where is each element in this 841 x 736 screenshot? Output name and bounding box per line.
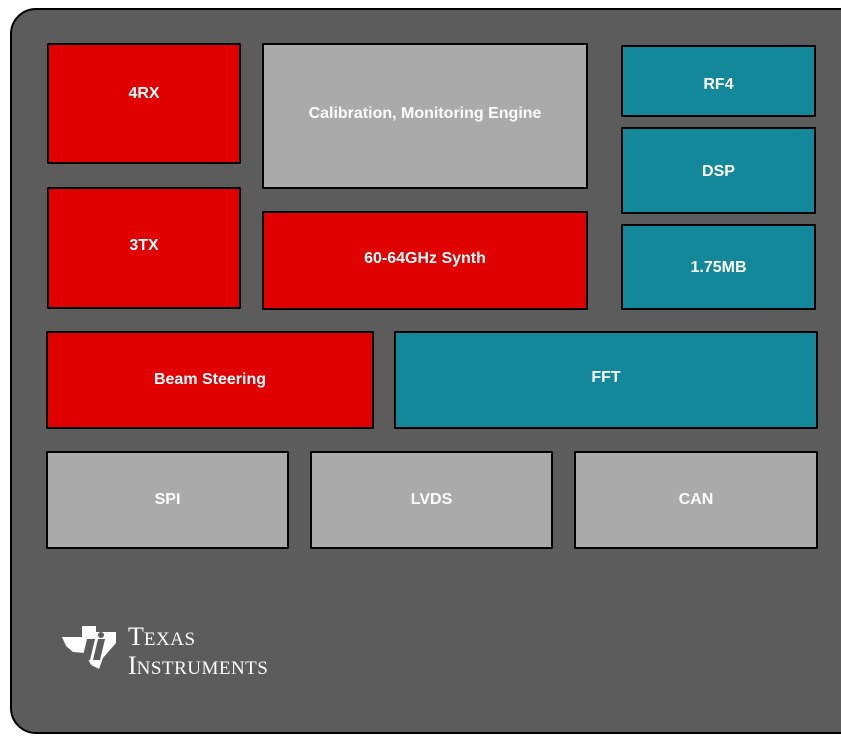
block-spi-label: SPI — [154, 491, 181, 508]
block-memory-label: 1.75MB — [690, 259, 747, 276]
block-4rx-label: 4RX — [128, 84, 160, 102]
logo-line-instruments: INSTRUMENTS — [128, 651, 269, 680]
texas-instruments-logo: TEXAS INSTRUMENTS — [60, 624, 268, 682]
block-lvds-label: LVDS — [410, 491, 453, 508]
block-synth-label: 60-64GHz Synth — [364, 249, 486, 267]
block-dsp-label: DSP — [702, 162, 735, 180]
block-rf4: RF4 — [621, 45, 816, 117]
block-calibration-engine-label: Calibration, Monitoring Engine — [308, 105, 542, 122]
ti-state-icon — [62, 626, 116, 669]
logo-wordmark: TEXAS INSTRUMENTS — [128, 624, 268, 682]
block-beam-steering-label: Beam Steering — [153, 371, 267, 388]
block-dsp: DSP — [621, 127, 816, 214]
block-fft-label: FFT — [591, 369, 621, 386]
block-calibration-engine: Calibration, Monitoring Engine — [262, 43, 588, 189]
logo-line-texas: TEXAS — [128, 622, 196, 651]
block-fft: FFT — [394, 331, 818, 429]
block-3tx: 3TX — [47, 187, 241, 309]
block-4rx: 4RX — [47, 43, 241, 164]
block-memory: 1.75MB — [621, 224, 816, 310]
block-can-label: CAN — [678, 491, 714, 508]
block-can: CAN — [574, 451, 818, 549]
block-rf4-label: RF4 — [703, 76, 734, 93]
block-synth: 60-64GHz Synth — [262, 211, 588, 310]
block-3tx-label: 3TX — [129, 237, 159, 254]
block-spi: SPI — [46, 451, 289, 549]
block-beam-steering: Beam Steering — [46, 331, 374, 429]
block-lvds: LVDS — [310, 451, 553, 549]
